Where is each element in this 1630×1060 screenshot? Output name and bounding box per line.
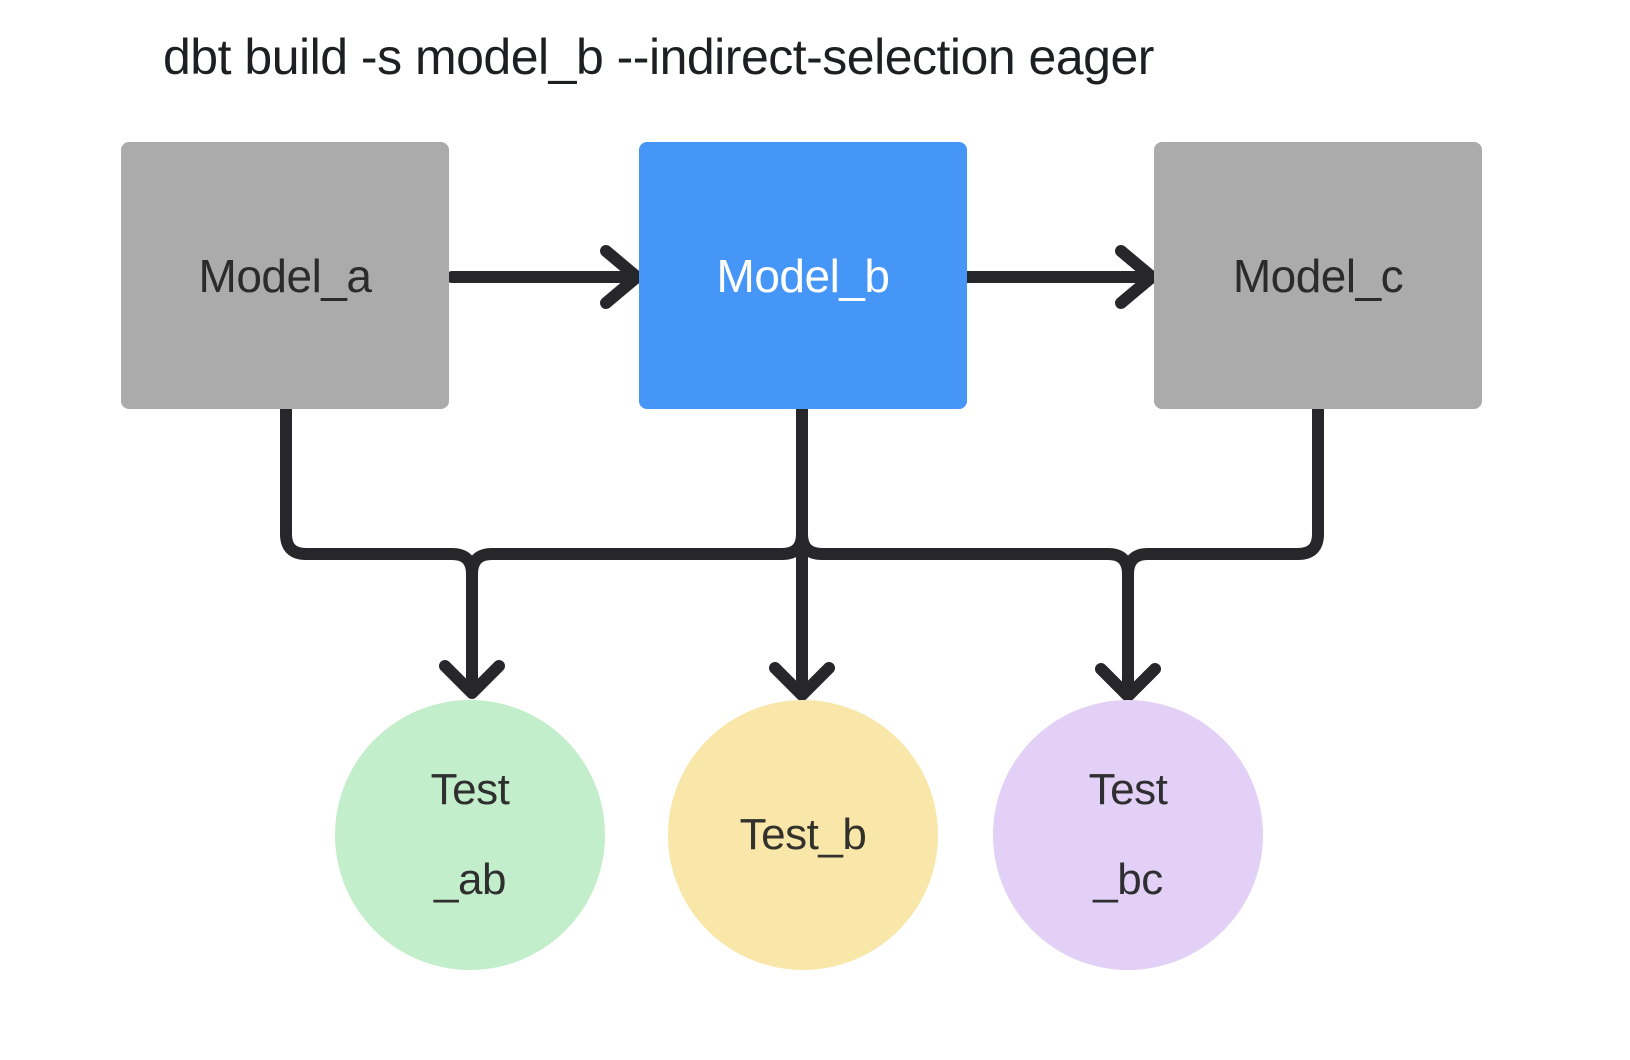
node-test-bc: Test _bc: [993, 700, 1263, 970]
edge-test-bc-arrowhead-icon: [1095, 663, 1161, 702]
node-test-ab: Test _ab: [335, 700, 605, 970]
node-test-bc-label-line2: _bc: [1093, 855, 1163, 904]
node-test-ab-label-line1: Test: [430, 765, 510, 814]
edge-test-ab-arrowhead-icon: [439, 660, 505, 699]
node-test-ab-label-line2: _ab: [434, 855, 506, 904]
edge-model-b-to-test-bc: [796, 399, 1134, 696]
node-test-b-label: Test_b: [739, 810, 867, 859]
node-model-b: Model_b: [639, 142, 967, 409]
diagram-title: dbt build -s model_b --indirect-selectio…: [163, 29, 1154, 85]
edge-model-b-to-model-c-arrowhead-icon: [1115, 245, 1158, 309]
node-test-b: Test_b: [668, 700, 938, 970]
edge-model-a-to-test-ab: [280, 399, 478, 694]
node-model-b-label: Model_b: [716, 249, 890, 302]
node-model-c: Model_c: [1154, 142, 1482, 409]
edge-test-b-arrowhead-icon: [769, 662, 835, 701]
edge-model-a-to-model-b-arrowhead-icon: [600, 245, 643, 309]
node-model-c-label: Model_c: [1232, 249, 1404, 302]
edge-group: [280, 245, 1324, 702]
node-model-a-label: Model_a: [198, 249, 372, 302]
edge-model-b-to-test-ab: [466, 399, 808, 694]
edge-model-c-to-test-bc: [1122, 399, 1324, 696]
node-model-a: Model_a: [121, 142, 449, 409]
node-test-bc-label-line1: Test: [1088, 765, 1168, 814]
